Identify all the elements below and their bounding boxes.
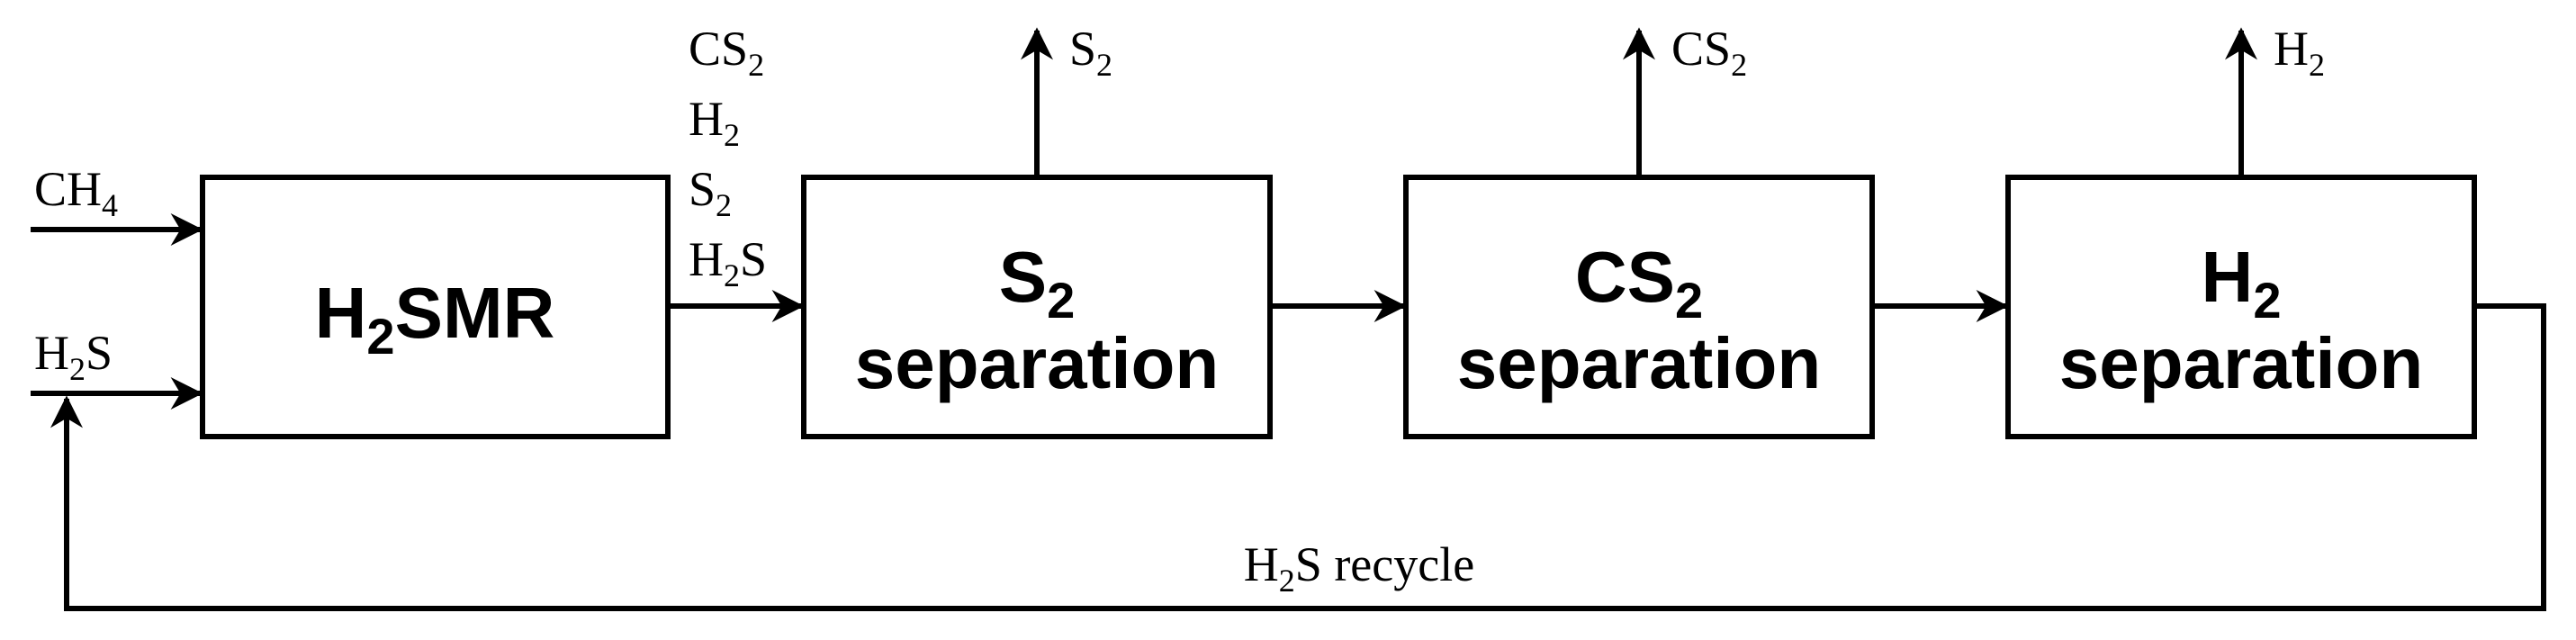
outlet-item: H2S (689, 232, 767, 293)
outlet-item: S2 (689, 162, 732, 223)
h2-product-label: H2 (2274, 22, 2325, 83)
reactor-outlet-list: CS2 H2 S2 H2S (689, 22, 767, 293)
outlet-item: H2 (689, 92, 740, 153)
h2-separation-title: H2 (2202, 237, 2282, 329)
outlet-item: CS2 (689, 22, 764, 83)
h2s-recycle-line (50, 303, 2546, 611)
reactor-block (200, 175, 671, 439)
recycle-label: H2S recycle (1244, 537, 1474, 599)
cs2-product-label: CS2 (1671, 22, 1747, 83)
s2-separation-block (801, 175, 1273, 439)
h2-separation-label: separation (2059, 323, 2424, 403)
s2-separation-label: separation (855, 323, 1220, 403)
cs2-separation-block (1403, 175, 1875, 439)
cs2-separation-title: CS2 (1575, 237, 1703, 329)
reactor-label: H2SMR (315, 273, 555, 365)
cs2-separation-label: separation (1457, 323, 1822, 403)
h2s-feed-label: H2S (34, 326, 113, 387)
ch4-label: CH4 (34, 162, 118, 223)
s2-product-label: S2 (1069, 22, 1112, 83)
s2-separation-title: S2 (999, 237, 1076, 329)
